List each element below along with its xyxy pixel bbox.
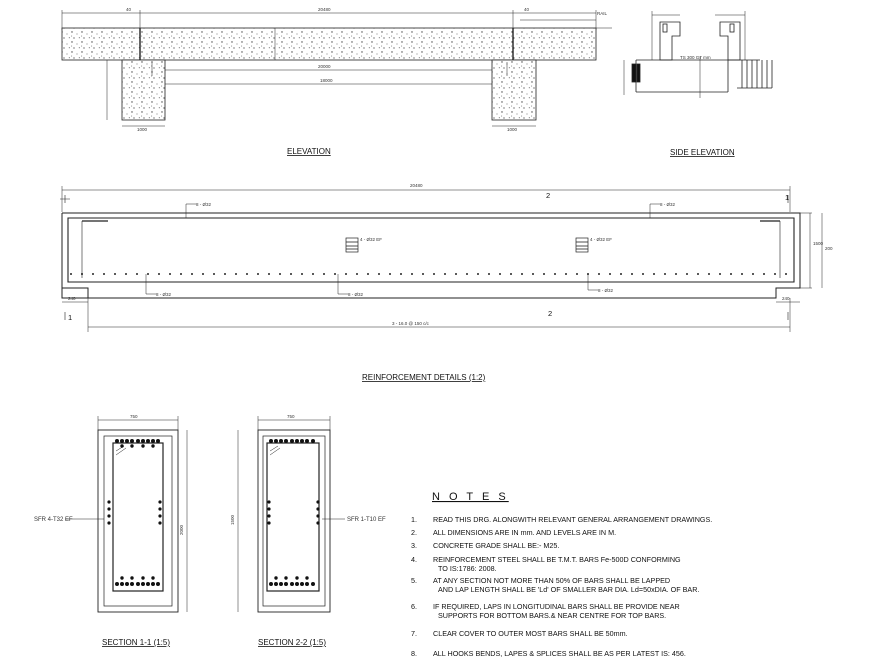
note-number: 6. <box>411 602 417 611</box>
svg-text:20000: 20000 <box>318 64 331 69</box>
sfr-left-label: SFR 4-T32 EF <box>34 517 73 523</box>
notes-heading: N O T E S <box>432 491 509 503</box>
note-number: 5. <box>411 576 417 585</box>
note-number: 8. <box>411 649 417 658</box>
svg-text:750: 750 <box>287 414 295 419</box>
svg-text:200: 200 <box>825 246 833 251</box>
svg-text:20480: 20480 <box>318 7 331 12</box>
svg-text:3 - 16.0 @ 150 c/c: 3 - 16.0 @ 150 c/c <box>392 321 430 326</box>
note-text: AT ANY SECTION NOT MORE THAN 50% OF BARS… <box>433 576 670 585</box>
svg-text:1000: 1000 <box>507 127 518 132</box>
svg-text:18000: 18000 <box>320 78 333 83</box>
sfr-right-label: SFR 1-T10 EF <box>347 517 386 523</box>
section-2-bars <box>267 439 320 586</box>
svg-text:240: 240 <box>782 296 790 301</box>
note-text: TO IS:1786: 2008. <box>438 564 497 573</box>
top-bar-right-label: 8 - Ø32 <box>660 202 676 207</box>
note-text: ALL DIMENSIONS ARE IN mm. AND LEVELS ARE… <box>433 528 616 537</box>
svg-text:2000: 2000 <box>179 524 184 535</box>
note-text: AND LAP LENGTH SHALL BE 'Ld' OF SMALLER … <box>438 585 699 594</box>
rail-label: RAIL <box>597 11 608 16</box>
note-text: ALL HOOKS BENDS, LAPES & SPLICES SHALL B… <box>433 649 686 658</box>
section-1-title: SECTION 1-1 (1:5) <box>102 638 170 647</box>
bottom-bar-right-label: 8 - Ø32 <box>598 288 614 293</box>
note-text: CLEAR COVER TO OUTER MOST BARS SHALL BE … <box>433 629 628 638</box>
note-number: 2. <box>411 528 417 537</box>
svg-text:1500: 1500 <box>813 241 824 246</box>
note-text: CONCRETE GRADE SHALL BE:- M25. <box>433 541 559 550</box>
note-text: READ THIS DRG. ALONGWITH RELEVANT GENERA… <box>433 515 712 524</box>
svg-text:TS 300 GT mm: TS 300 GT mm <box>680 55 711 60</box>
section-marker-2-bottom: 2 <box>548 309 552 318</box>
svg-text:20480: 20480 <box>410 183 423 188</box>
note-number: 7. <box>411 629 417 638</box>
section-1-view: 750 2000 <box>97 414 188 613</box>
mid-bar-left-label: 4 - Ø32 EF <box>360 237 382 242</box>
svg-text:1000: 1000 <box>137 127 148 132</box>
elevation-title: ELEVATION <box>287 147 331 156</box>
section-1-bars <box>107 439 162 586</box>
note-number: 1. <box>411 515 417 524</box>
bottom-bar-mid-label: 8 - Ø32 <box>348 292 364 297</box>
reinforcement-view: 20480 1500 200 <box>60 183 833 332</box>
svg-text:40: 40 <box>524 7 530 12</box>
bottom-bar-left-label: 8 - Ø32 <box>156 292 172 297</box>
svg-text:1500: 1500 <box>230 514 235 525</box>
svg-text:240: 240 <box>68 296 76 301</box>
note-number: 4. <box>411 555 417 564</box>
side-elevation-title: SIDE ELEVATION <box>670 148 735 157</box>
section-2-view: 750 1500 <box>230 414 331 613</box>
section-marker-1-right: 1 <box>785 193 789 202</box>
svg-text:40: 40 <box>126 7 132 12</box>
note-text: SUPPORTS FOR BOTTOM BARS.& NEAR CENTRE F… <box>438 611 666 620</box>
section-marker-2-top: 2 <box>546 191 550 200</box>
svg-text:750: 750 <box>130 414 138 419</box>
reinforcement-title: REINFORCEMENT DETAILS (1:2) <box>362 373 486 382</box>
side-elevation-view: TS 300 GT mm <box>623 11 773 98</box>
notes-list: 1. READ THIS DRG. ALONGWITH RELEVANT GENE… <box>411 515 712 658</box>
section-2-title: SECTION 2-2 (1:5) <box>258 638 326 647</box>
top-bar-left-label: 8 - Ø32 <box>196 202 212 207</box>
note-text: REINFORCEMENT STEEL SHALL BE T.M.T. BARS… <box>433 555 681 564</box>
elevation-view: 40 20480 40 RAIL 20000 18000 1000 1000 <box>61 7 612 132</box>
mid-bar-right-label: 4 - Ø32 EF <box>590 237 612 242</box>
note-number: 3. <box>411 541 417 550</box>
note-text: IF REQUIRED, LAPS IN LONGITUDINAL BARS S… <box>433 602 680 611</box>
section-marker-1-left: 1 <box>68 313 72 322</box>
